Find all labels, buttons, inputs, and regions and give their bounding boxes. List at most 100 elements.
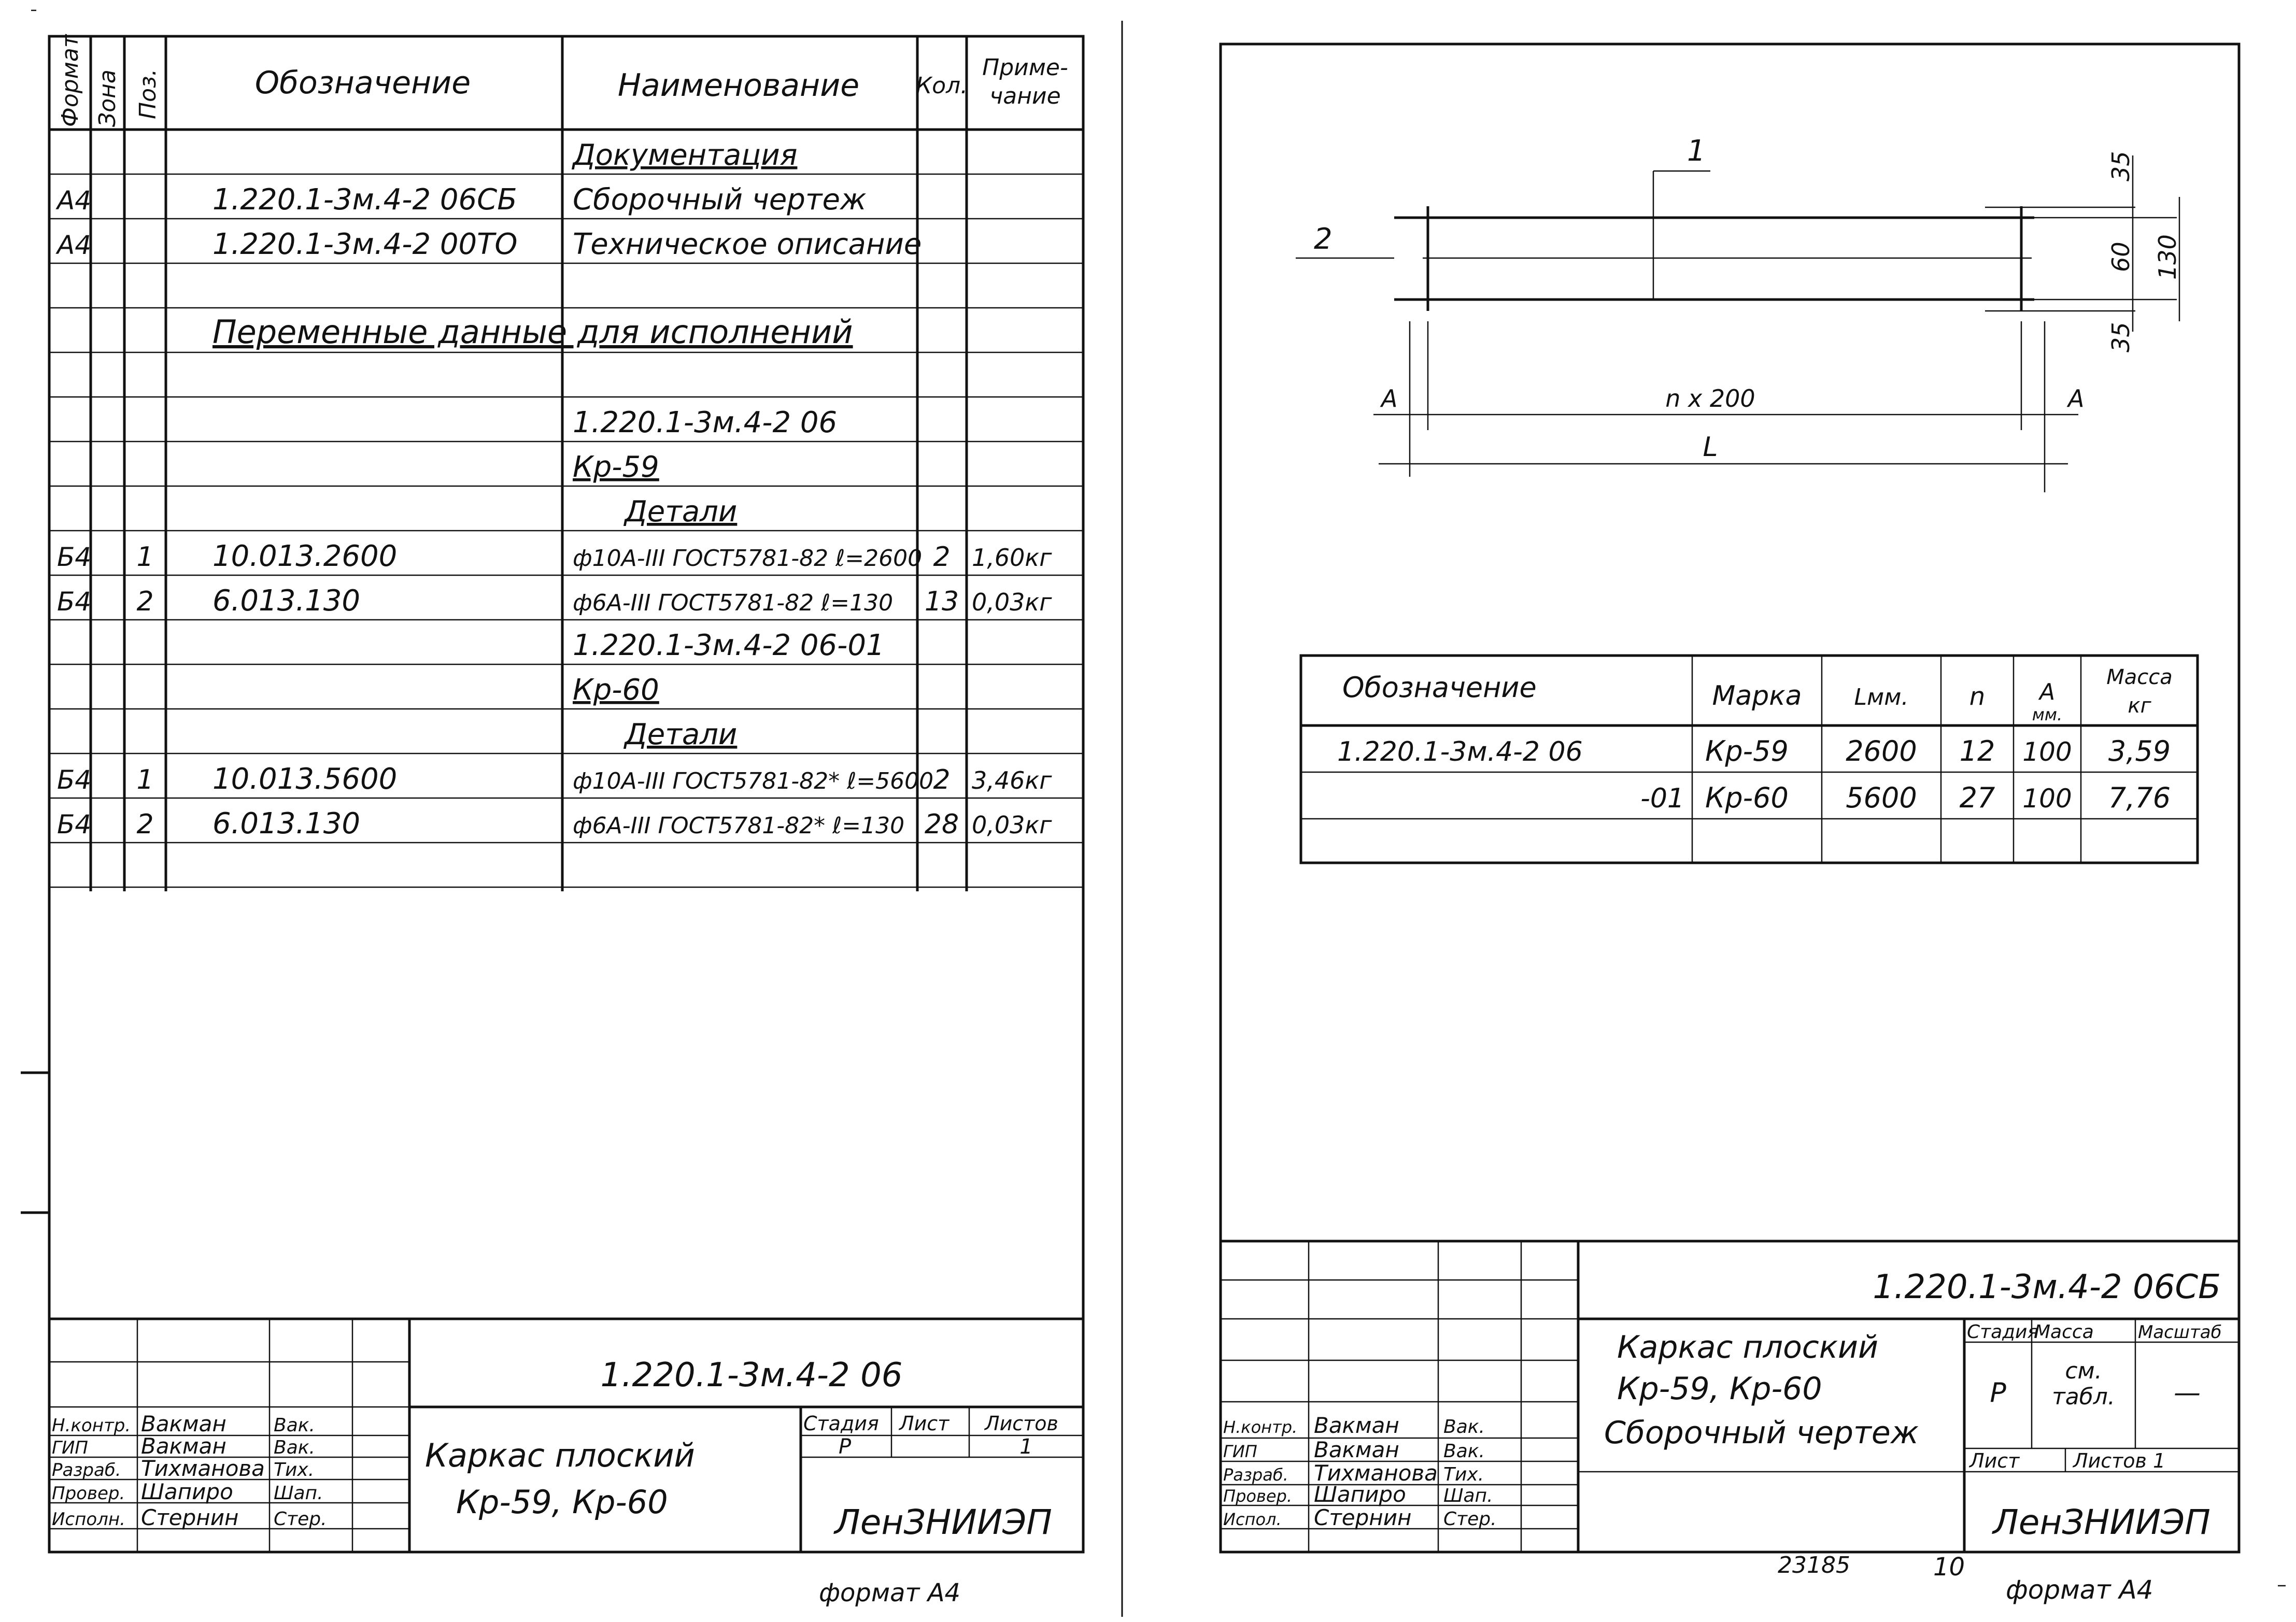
variant-header-n: n (1969, 682, 1985, 711)
cell-name: 1.220.1-3м.4-2 06 (573, 406, 837, 439)
rtb-scale-value: — (2174, 1377, 2201, 1408)
variant-cell-mark: Кр-60 (1705, 781, 1789, 814)
cell-designation: 10.013.5600 (212, 762, 397, 796)
cell-name: 1.220.1-3м.4-2 06-01 (573, 629, 885, 662)
drawing-code-sb: 1.220.1-3м.4-2 06СБ (1873, 1268, 2221, 1306)
variant-cell-designation: 1.220.1-3м.4-2 06 (1337, 736, 1583, 767)
cell-qty: 2 (933, 764, 950, 795)
drawing-code: 1.220.1-3м.4-2 06 (600, 1356, 902, 1395)
header-qty: Кол. (916, 73, 968, 99)
rtb-signoff-role: Разраб. (1223, 1465, 1288, 1485)
archive-number: 23185 (1778, 1552, 1850, 1578)
rtb-title-line-1: Каркас плоский (1617, 1329, 1878, 1365)
sheets-label: Листов (984, 1412, 1058, 1435)
rtb-signoff-signature: Шап. (1443, 1485, 1493, 1506)
rtb-format-note: формат А4 (2006, 1575, 2153, 1605)
variant-cell-l: 2600 (1846, 735, 1917, 767)
dim-35-bottom: 35 (2107, 322, 2135, 352)
rtb-scale-label: Масштаб (2138, 1322, 2222, 1343)
variant-header-mass: Масса (2106, 665, 2173, 689)
signoff-role: Исполн. (52, 1509, 125, 1530)
cell-format: Б4 (57, 542, 91, 572)
signoff-role: Н.контр. (52, 1415, 131, 1436)
rtb-signoff-role: Испол. (1223, 1510, 1282, 1529)
title-line-1: Каркас плоский (425, 1436, 695, 1474)
rtb-title-line-2: Кр-59, Кр-60 (1617, 1371, 1822, 1407)
cell-name: ф10А-III ГОСТ5781-82 ℓ=2600 (573, 545, 922, 572)
signoff-role: ГИП (52, 1438, 88, 1458)
cell-format: А4 (55, 230, 91, 260)
variant-cell-a: 100 (2022, 737, 2072, 767)
rtb-signoff-signature: Вак. (1443, 1441, 1485, 1462)
signoff-name: Тихманова (141, 1456, 265, 1481)
cell-name: Детали (623, 495, 737, 529)
rtb-signoff-role: Н.контр. (1223, 1417, 1297, 1437)
variant-header-designation: Обозначение (1342, 671, 1537, 704)
organization-name: ЛенЗНИИЭП (833, 1502, 1052, 1542)
spec-sheet-frame (48, 35, 1085, 1554)
cell-name: ф10А-III ГОСТ5781-82* ℓ=5600 (573, 768, 933, 794)
variant-cell-mass: 7,76 (2108, 781, 2171, 814)
rtb-signoff-name: Вакман (1314, 1413, 1399, 1438)
rtb-signoff-name: Стернин (1314, 1505, 1412, 1530)
cell-designation: 1.220.1-3м.4-2 06СБ (212, 183, 517, 217)
cell-name: ф6А-III ГОСТ5781-82* ℓ=130 (573, 813, 904, 839)
header-pos: Поз. (135, 69, 161, 119)
rtb-signoff-signature: Тих. (1443, 1464, 1484, 1485)
header-note-line2: чание (989, 83, 1060, 109)
cell-name: Кр-60 (573, 673, 659, 707)
cell-designation: 6.013.130 (212, 584, 360, 618)
variant-cell-n: 12 (1960, 735, 1995, 767)
signoff-signature: Стер. (274, 1509, 327, 1530)
rtb-mass-label: Масса (2034, 1321, 2094, 1343)
position-label-2: 2 (1314, 222, 1333, 256)
rtb-signoff-role: ГИП (1223, 1442, 1257, 1461)
rtb-stage-label: Стадия (1967, 1321, 2038, 1343)
cell-note: 0,03кг (972, 811, 1052, 839)
rtb-title-line-3: Сборочный чертеж (1604, 1415, 1919, 1451)
cell-designation: 6.013.130 (212, 807, 360, 841)
dim-a-left: А (1380, 385, 1397, 412)
cell-qty: 13 (925, 586, 959, 617)
variant-cell-n: 27 (1960, 781, 1995, 814)
cell-name: Детали (623, 718, 737, 751)
variant-cell-a: 100 (2022, 784, 2072, 814)
cell-format: Б4 (57, 809, 91, 840)
sheet-number: 10 (1933, 1553, 1965, 1582)
cell-name: Кр-59 (573, 450, 659, 484)
rtb-signoff-signature: Вак. (1443, 1416, 1485, 1438)
signoff-signature: Шап. (274, 1483, 323, 1504)
variant-header-a-unit: мм. (2032, 705, 2062, 724)
variant-data-heading: Переменные данные для исполнений (212, 313, 853, 351)
signoff-role: Провер. (52, 1483, 125, 1504)
rtb-sheet-label: Лист (1968, 1449, 2020, 1472)
rtb-signoff-role: Провер. (1223, 1486, 1292, 1506)
variant-header-a: А (2038, 679, 2055, 705)
signoff-name: Вакман (141, 1433, 226, 1459)
dim-nx200: n x 200 (1665, 385, 1755, 412)
cell-name: ф6А-III ГОСТ5781-82 ℓ=130 (573, 590, 893, 616)
header-designation: Обозначение (255, 65, 471, 101)
cell-name: Сборочный чертеж (573, 183, 866, 217)
variant-cell-l: 5600 (1846, 781, 1917, 814)
format-note: формат А4 (819, 1578, 960, 1607)
variant-cell-designation: -01 (1640, 783, 1684, 814)
signoff-name: Стернин (141, 1505, 239, 1530)
cell-note: 3,46кг (972, 766, 1052, 794)
title-line-2: Кр-59, Кр-60 (456, 1483, 668, 1521)
rtb-signoff-name: Тихманова (1314, 1460, 1438, 1486)
cell-designation: 1.220.1-3м.4-2 00ТО (212, 227, 517, 261)
variant-header-l: Lмм. (1854, 684, 1909, 710)
variant-cell-mark: Кр-59 (1705, 735, 1789, 767)
rtb-signoff-name: Вакман (1314, 1437, 1399, 1462)
header-zone: Зона (94, 69, 121, 127)
cell-name: Техническое описание (573, 227, 922, 261)
rtb-stage-value: Р (1990, 1377, 2006, 1408)
cell-pos: 1 (136, 542, 153, 573)
stage-value: Р (839, 1435, 852, 1459)
dim-35-top: 35 (2107, 151, 2135, 181)
dim-l: L (1703, 432, 1718, 463)
signoff-signature: Тих. (274, 1459, 314, 1481)
cell-pos: 1 (136, 764, 153, 795)
